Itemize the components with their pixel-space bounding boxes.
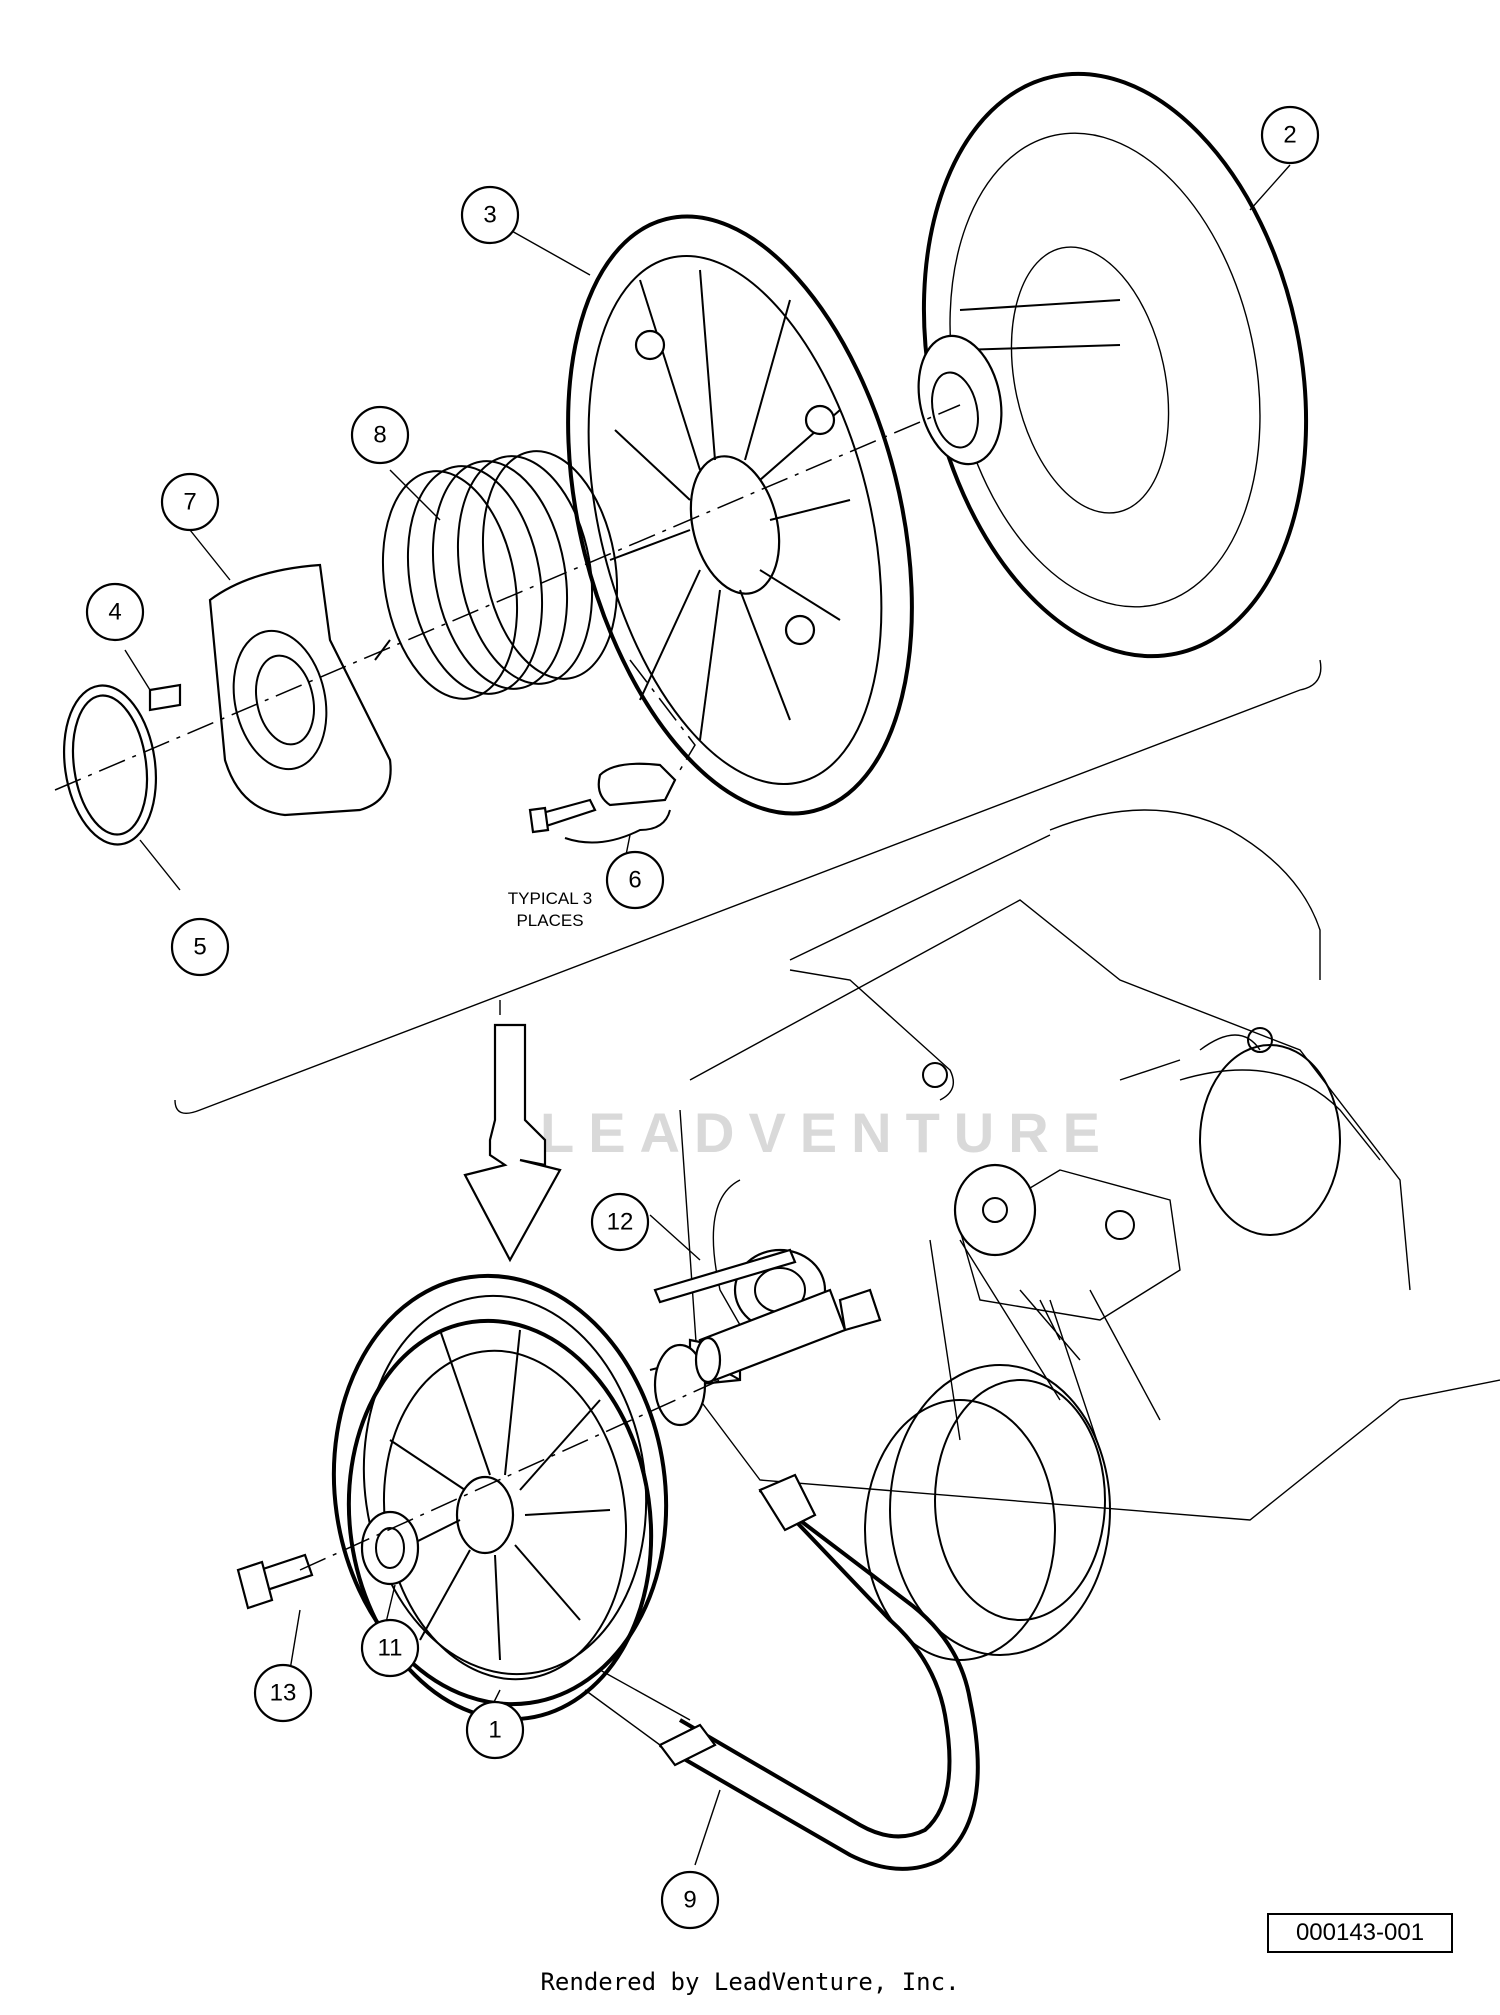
svg-text:12: 12 [607, 1209, 634, 1236]
callout-5: 5 [170, 917, 230, 977]
watermark: LEADVENTURE [540, 1101, 1115, 1164]
crankshaft [694, 1288, 847, 1384]
button-axis-line [629, 659, 696, 771]
svg-text:13: 13 [270, 1680, 297, 1707]
callout-8: 8 [350, 405, 410, 465]
callout-9: 9 [660, 1870, 720, 1930]
assembly-bracket [174, 659, 1322, 1114]
driven-sheave-part-2 [917, 71, 1309, 659]
install-arrow [463, 1023, 562, 1263]
axis-line-upper [54, 404, 961, 791]
engine-assembly [649, 809, 1500, 1661]
movable-sheave-part-3 [566, 214, 914, 816]
svg-text:8: 8 [373, 422, 386, 449]
drive-belt-part-9 [584, 1473, 980, 1871]
svg-text:11: 11 [378, 1635, 403, 1662]
callout-6: 6 [605, 850, 665, 910]
svg-text:2: 2 [1283, 122, 1296, 149]
svg-text:7: 7 [183, 489, 196, 516]
key-part-4 [148, 683, 182, 712]
bolt-part-13 [236, 1553, 314, 1610]
typical-note-line2: PLACES [516, 911, 584, 930]
drive-clutch-part-1 [331, 1273, 669, 1722]
svg-text:1: 1 [488, 1717, 501, 1744]
axis-line-lower [299, 1379, 721, 1571]
typical-note: TYPICAL 3 PLACES [495, 888, 605, 932]
svg-text:5: 5 [193, 934, 206, 961]
callout-7: 7 [160, 472, 220, 532]
svg-text:4: 4 [108, 599, 121, 626]
callout-11: 11 [360, 1618, 420, 1678]
button-part-6 [528, 762, 677, 844]
callout-2: 2 [1260, 105, 1320, 165]
retaining-ring-part-5 [62, 684, 158, 846]
key-part-12 [653, 1248, 797, 1304]
svg-text:3: 3 [483, 202, 496, 229]
svg-text:9: 9 [683, 1887, 696, 1914]
callout-12: 12 [590, 1192, 650, 1252]
callout-3: 3 [460, 185, 520, 245]
svg-text:6: 6 [628, 867, 641, 894]
drawing-number: 000143-001 [1267, 1913, 1453, 1953]
callout-4: 4 [85, 582, 145, 642]
spring-part-8 [374, 450, 619, 700]
footer-credit: Rendered by LeadVenture, Inc. [540, 1968, 960, 1996]
typical-note-line1: TYPICAL 3 [507, 889, 593, 908]
callout-13: 13 [253, 1663, 313, 1723]
callout-1: 1 [465, 1700, 525, 1760]
washer-part-11 [360, 1510, 420, 1586]
cam-part-7 [208, 563, 392, 817]
leader-lines [124, 164, 1291, 1866]
